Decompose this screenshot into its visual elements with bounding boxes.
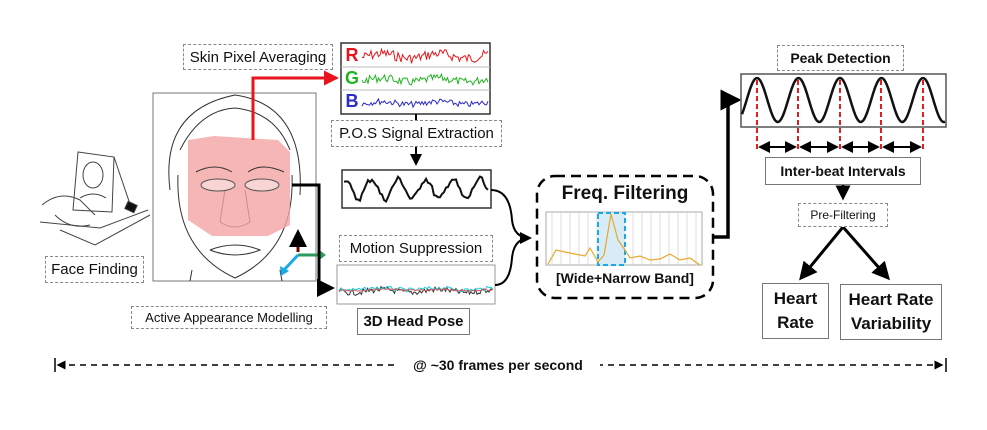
freq-filtering-title: Freq. Filtering xyxy=(561,183,689,204)
heart-rate-output: Heart Rate xyxy=(762,283,829,339)
blue-channel-signal xyxy=(361,97,489,109)
red-channel-signal xyxy=(361,47,489,64)
narrow-band-highlight xyxy=(597,212,626,266)
peak-detection-label: Peak Detection xyxy=(777,45,904,71)
face-finding-sketch xyxy=(39,151,151,246)
pre-filtering-label: Pre-Filtering xyxy=(798,203,888,227)
face-finding-label: Face Finding xyxy=(45,256,144,283)
g-channel-label: G xyxy=(344,67,359,88)
motion-signal-red xyxy=(338,288,494,292)
pos-signal-extraction-label: P.O.S Signal Extraction xyxy=(331,120,502,147)
spectrum-line xyxy=(547,213,701,266)
heart-rate-line2: Rate xyxy=(777,313,814,332)
hrv-line1: Heart Rate xyxy=(848,290,934,309)
hrv-output: Heart Rate Variability xyxy=(840,284,942,340)
green-channel-signal xyxy=(361,72,489,86)
heart-rate-line1: Heart xyxy=(773,289,818,308)
r-channel-label: R xyxy=(345,44,359,65)
skin-pixel-averaging-label: Skin Pixel Averaging xyxy=(183,44,333,70)
inter-beat-intervals-label: Inter-beat Intervals xyxy=(765,157,921,185)
frame-rate-label: @ ~30 frames per second xyxy=(396,354,600,376)
head-pose-label: 3D Head Pose xyxy=(357,308,470,335)
active-appearance-modelling-label: Active Appearance Modelling xyxy=(131,306,327,329)
motion-signal-box xyxy=(336,264,496,305)
peak-waveform xyxy=(740,76,946,124)
pos-signal xyxy=(343,175,489,204)
hrv-line2: Variability xyxy=(850,314,932,333)
motion-suppression-label: Motion Suppression xyxy=(339,235,493,262)
pos-signal-box xyxy=(341,169,492,209)
face-illustration xyxy=(152,92,326,282)
band-label: [Wide+Narrow Band] xyxy=(556,270,694,286)
b-channel-label: B xyxy=(345,90,359,111)
